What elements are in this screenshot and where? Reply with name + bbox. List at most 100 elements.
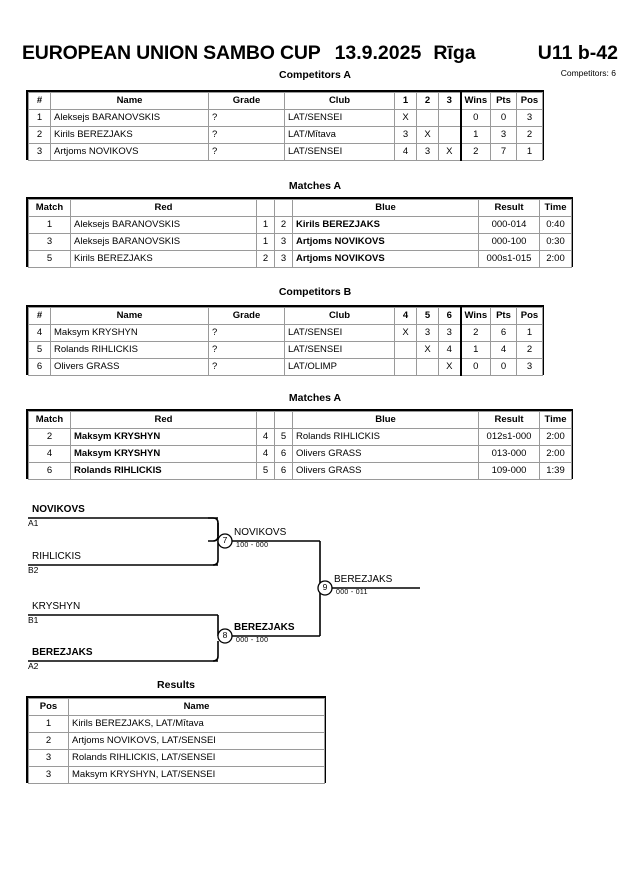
col-blue-num [274,411,293,429]
match-number: 2 [28,428,71,446]
match-result: 109-000 [478,462,540,480]
competitor-pts: 4 [490,341,517,359]
page-title: EUROPEAN UNION SAMBO CUP [22,42,321,64]
match-time: 1:39 [539,462,572,480]
match-blue-name: Artjoms NOVIKOVS [292,233,479,251]
match-result: 000-100 [478,233,540,251]
competitor-num: 1 [28,109,51,127]
bracket-entry-top2-name: RIHLICKIS [32,551,81,562]
competitor-grade: ? [208,126,285,144]
competitor-num: 5 [28,341,51,359]
col-wins: Wins [459,92,491,110]
bracket-entry-bot2-seed: A2 [28,661,39,671]
match-blue-num: 2 [274,216,293,234]
competitor-score-3: X [438,358,461,376]
competitor-score-2: X [416,341,439,359]
competitor-pos: 3 [516,358,543,376]
competitor-score-3 [438,126,461,144]
bracket-semi-bottom-winner: BEREZJAKS [234,622,295,633]
col-match: Match [28,199,71,217]
col-grade: Grade [208,307,285,325]
competitor-pts: 0 [490,358,517,376]
competitor-wins: 0 [459,109,491,127]
caption-matches-a1: Matches A [288,180,342,192]
competitor-score-1: X [394,324,417,342]
competitor-club: LAT/SENSEI [284,143,395,161]
match-red-name: Kirils BEREZJAKS [70,250,257,268]
competitor-name: Rolands RIHLICKIS [50,341,209,359]
col-club: Club [284,307,395,325]
match-red-name: Aleksejs BARANOVSKIS [70,216,257,234]
match-blue-name: Olivers GRASS [292,462,479,480]
bracket-entry-top2-seed: B2 [28,565,39,575]
table-header-row: # Name Grade Club 4 5 6 Wins Pts Pos [28,307,543,325]
competitor-name: Aleksejs BARANOVSKIS [50,109,209,127]
bracket-semi-bottom-score: 000 - 100 [236,637,269,644]
match-result: 000-014 [478,216,540,234]
competitor-pos: 2 [516,126,543,144]
col-pts: Pts [490,307,517,325]
match-number: 4 [28,445,71,463]
result-name: Kirils BEREZJAKS, LAT/Mītava [68,715,325,733]
match-number: 1 [28,216,71,234]
match-time: 0:30 [539,233,572,251]
match-red-name: Rolands RIHLICKIS [70,462,257,480]
bracket-entry-top1-seed: A1 [28,518,39,528]
competitor-wins: 1 [459,126,491,144]
competitor-score-1 [394,358,417,376]
col-wins: Wins [459,307,491,325]
col-result: Result [478,411,540,429]
competitor-club: LAT/SENSEI [284,109,395,127]
competitor-name: Kirils BEREZJAKS [50,126,209,144]
match-blue-num: 5 [274,428,293,446]
match-blue-name: Kirils BEREZJAKS [292,216,479,234]
col-red: Red [70,199,257,217]
result-pos: 2 [28,732,69,750]
bracket-semi-top-score: 100 - 000 [236,542,269,549]
col-opp-1: 1 [394,92,417,110]
col-opp-5: 5 [416,307,439,325]
match-red-name: Maksym KRYSHYN [70,445,257,463]
competitor-name: Maksym KRYSHYN [50,324,209,342]
bracket-entry-bot1-name: KRYSHYN [32,601,81,612]
match-blue-num: 3 [274,233,293,251]
competitor-pos: 1 [516,324,543,342]
result-name: Artjoms NOVIKOVS, LAT/SENSEI [68,732,325,750]
competitor-score-3: 4 [438,341,461,359]
match-red-num: 1 [256,233,275,251]
caption-competitors-b: Competitors B [278,286,352,298]
col-club: Club [284,92,395,110]
event-date: 13.9.2025 [334,42,422,64]
col-red: Red [70,411,257,429]
match-time: 0:40 [539,216,572,234]
match-number: 3 [28,233,71,251]
match-number: 5 [28,250,71,268]
bracket-match-number-7: 7 [222,535,228,545]
match-result: 013-000 [478,445,540,463]
competitor-grade: ? [208,143,285,161]
col-time: Time [539,199,572,217]
competitor-num: 4 [28,324,51,342]
competitor-club: LAT/SENSEI [284,324,395,342]
match-result: 012s1-000 [478,428,540,446]
match-red-name: Maksym KRYSHYN [70,428,257,446]
bracket-match-number-9: 9 [322,582,328,592]
competitor-score-2: 3 [416,324,439,342]
match-red-num: 1 [256,216,275,234]
match-red-num: 4 [256,428,275,446]
competitor-pts: 6 [490,324,517,342]
